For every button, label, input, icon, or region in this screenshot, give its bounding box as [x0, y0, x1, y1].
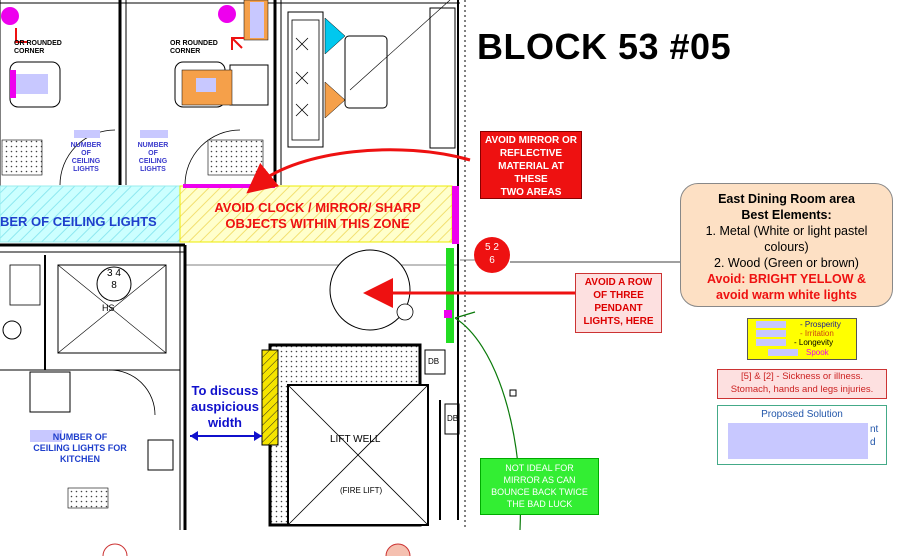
legend-longevity: - Longevity — [794, 338, 834, 347]
lift-well-label: LIFT WELL — [330, 434, 381, 445]
sickness-line-2: Stomach, hands and legs injuries. — [730, 384, 874, 395]
best-elements-heading: Best Elements: — [741, 208, 832, 222]
east-dining-heading: East Dining Room area — [718, 192, 855, 206]
yellow-hatch-zone — [179, 185, 453, 243]
not-ideal-line-1: NOT IDEAL FOR — [505, 463, 574, 473]
discuss-line-3: width — [208, 415, 242, 430]
cyan-hatch-zone — [0, 185, 181, 243]
db-label-2: DB — [447, 414, 459, 423]
star-legend: - Prosperity - Irritation - Longevity Sp… — [747, 318, 857, 360]
kitchen-lights-line-3: KITCHEN — [60, 454, 100, 464]
rounded-corner-label-1: OR ROUNDED CORNER — [14, 40, 62, 56]
flying-star-348-label: 3 4 8 — [98, 268, 130, 292]
page-title: BLOCK 53 #05 — [477, 26, 732, 67]
sickness-note: [5] & [2] - Sickness or illness. Stomach… — [717, 369, 887, 399]
bottom-circle-2 — [385, 543, 411, 556]
discuss-line-1: To discuss — [191, 383, 259, 398]
green-wall-bar — [446, 248, 454, 343]
legend-spook: Spook — [806, 348, 829, 357]
not-ideal-line-2: MIRROR AS CAN — [503, 475, 576, 485]
avoid-mirror-line-2: REFLECTIVE — [499, 148, 563, 159]
rounded-corner-2-line-2: CORNER — [170, 48, 201, 55]
proposed-line-1-tail: nt — [870, 424, 879, 435]
dotted-fixture-1 — [1, 139, 43, 176]
red-curved-arrow — [246, 148, 471, 194]
flying-star-348 — [96, 266, 132, 302]
avoid-pendant-callout: AVOID A ROW OF THREE PENDANT LIGHTS, HER… — [575, 273, 662, 333]
flying-star-526-label: 5 2 6 — [476, 241, 508, 267]
ceiling-lights-2-line-1: NUMBER — [137, 142, 169, 149]
ceiling-lights-2-line-2: OF — [148, 150, 158, 157]
rounded-corner-1-line-2: CORNER — [14, 48, 45, 55]
ceiling-lights-label-2: NUMBER OF CEILING LIGHTS — [135, 142, 171, 174]
avoid-zone-label: AVOID CLOCK / MIRROR/ SHARP OBJECTS WITH… — [195, 200, 440, 232]
proposed-line-2-tail: d — [870, 437, 876, 448]
avoid-mirror-line-3: MATERIAL AT THESE — [498, 161, 564, 185]
cyan-triangle — [324, 17, 346, 55]
not-ideal-line-3: BOUNCE BACK TWICE — [491, 487, 588, 497]
east-dining-panel: East Dining Room area Best Elements: 1. … — [680, 183, 893, 307]
legend-irritation: - Irritation — [800, 329, 834, 338]
avoid-zone-line-1: AVOID CLOCK / MIRROR/ SHARP — [214, 200, 421, 215]
ceiling-lights-2-line-4: LIGHTS — [140, 166, 166, 173]
ceiling-lights-2-line-3: CEILING — [138, 158, 168, 165]
avoid-line-2: avoid warm white lights — [716, 288, 857, 302]
element-metal: 1. Metal (White or light pastel — [705, 224, 868, 238]
magenta-dot-1 — [1, 7, 19, 25]
yellow-column — [261, 349, 279, 446]
rounded-corner-1-line-1: OR ROUNDED — [14, 40, 62, 47]
orange-triangle — [324, 81, 346, 119]
ceiling-lights-1-line-4: LIGHTS — [73, 166, 99, 173]
magenta-dot-2 — [218, 5, 236, 23]
avoid-zone-line-2: OBJECTS WITHIN THIS ZONE — [225, 216, 410, 231]
avoid-mirror-callout: AVOID MIRROR OR REFLECTIVE MATERIAL AT T… — [480, 131, 582, 199]
element-metal-cont: colours) — [764, 240, 809, 254]
discuss-line-2: auspicious — [191, 399, 259, 414]
not-ideal-line-4: THE BAD LUCK — [506, 499, 573, 509]
kitchen-lights-label: NUMBER OF CEILING LIGHTS FOR KITCHEN — [24, 432, 136, 465]
flying-star-348-top: 3 4 — [107, 268, 121, 279]
proposed-solution-box: Proposed Solution nt d — [717, 405, 887, 465]
rounded-corner-2-line-1: OR ROUNDED — [170, 40, 218, 47]
element-wood: 2. Wood (Green or brown) — [714, 256, 859, 270]
ceiling-lights-1-line-2: OF — [81, 150, 91, 157]
sickness-line-1: [5] & [2] - Sickness or illness. — [741, 371, 863, 382]
fire-lift-label: (FIRE LIFT) — [340, 486, 383, 495]
flying-star-348-bottom: 8 — [111, 280, 117, 291]
avoid-pendant-line-3: PENDANT — [594, 303, 643, 314]
rounded-corner-label-2: OR ROUNDED CORNER — [170, 40, 218, 56]
upper-rooms — [0, 0, 466, 530]
avoid-line-1: Avoid: BRIGHT YELLOW & — [706, 272, 867, 286]
hs-label: HS — [102, 303, 115, 313]
avoid-mirror-line-4: TWO AREAS — [500, 187, 562, 198]
avoid-pendant-line-2: OF THREE — [593, 290, 644, 301]
flying-star-526 — [474, 237, 510, 273]
legend-prosperity: - Prosperity — [800, 320, 841, 329]
ceiling-lights-1-line-1: NUMBER — [70, 142, 102, 149]
db-label-1: DB — [428, 357, 440, 366]
kitchen-lights-line-2: CEILING LIGHTS FOR — [33, 443, 127, 453]
mid-walls — [0, 243, 458, 530]
ceiling-lights-label-1: NUMBER OF CEILING LIGHTS — [68, 142, 104, 174]
avoid-mirror-line-1: AVOID MIRROR OR — [484, 135, 578, 146]
kitchen-lights-line-1: NUMBER OF — [52, 432, 108, 442]
red-corner-arrow — [231, 37, 244, 50]
avoid-pendant-line-4: LIGHTS, HERE — [583, 316, 654, 327]
dotted-fixture-2 — [207, 139, 264, 176]
flying-star-526-top: 5 2 — [485, 242, 499, 253]
sofa-cushions — [295, 37, 309, 117]
dining-table — [329, 249, 411, 331]
bottom-circle-1 — [102, 543, 128, 556]
ceiling-lights-band-label: BER OF CEILING LIGHTS — [0, 214, 157, 229]
avoid-pendant-line-1: AVOID A ROW — [584, 277, 653, 288]
proposed-solution-title: Proposed Solution — [761, 409, 843, 420]
not-ideal-mirror-callout: NOT IDEAL FOR MIRROR AS CAN BOUNCE BACK … — [480, 458, 599, 515]
flying-star-526-bottom: 6 — [489, 255, 495, 266]
discuss-width-label: To discuss auspicious width — [185, 383, 265, 431]
ceiling-lights-1-line-3: CEILING — [71, 158, 101, 165]
